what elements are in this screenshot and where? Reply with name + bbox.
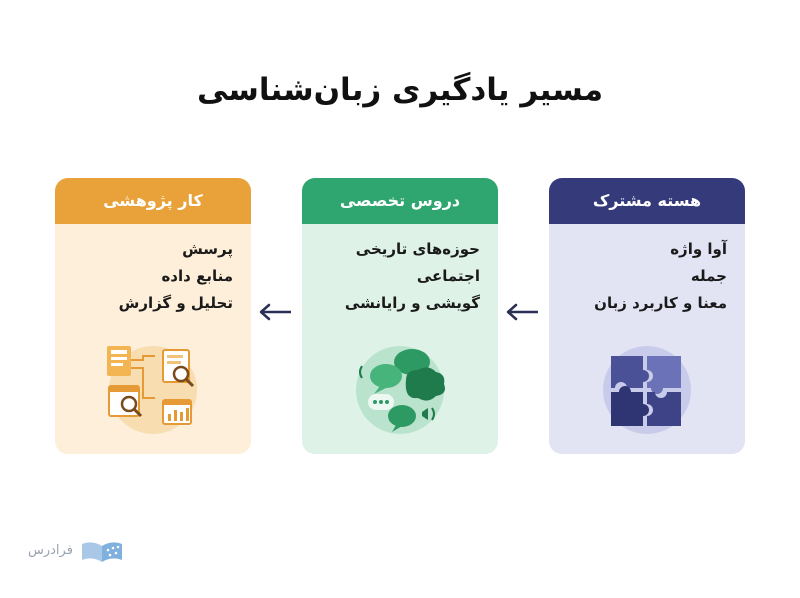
card-core-header: هسته مشترک (549, 178, 745, 224)
card-core-item: آوا واژه (670, 240, 727, 258)
card-specialized-item: حوزه‌های تاریخی (355, 240, 480, 258)
card-specialized: دروس تخصصی حوزه‌های تاریخی اجتماعی گویشی… (302, 178, 498, 454)
puzzle-icon (603, 346, 691, 434)
card-core-item: معنا و کاربرد زبان (594, 294, 727, 312)
card-research-header: کار پژوهشی (55, 178, 251, 224)
card-specialized-item: اجتماعی (416, 267, 480, 285)
brand-logo-text: فرادرس (28, 543, 73, 558)
arrow-left-icon (259, 303, 291, 321)
card-specialized-header: دروس تخصصی (302, 178, 498, 224)
card-research: کار پژوهشی پرسش منابع داده تحلیل و گزارش (55, 178, 251, 454)
card-research-item: پرسش (182, 240, 233, 258)
card-core: هسته مشترک آوا واژه جمله معنا و کاربرد ز… (549, 178, 745, 454)
research-documents-icon (107, 346, 197, 434)
card-core-item: جمله (690, 267, 727, 285)
diagram-title: مسیر یادگیری زبان‌شناسی (196, 72, 604, 108)
card-research-item: تحلیل و گزارش (118, 294, 233, 312)
card-specialized-item: گویشی و رایانشی (344, 294, 480, 312)
speech-bubbles-icon (356, 346, 445, 434)
card-research-item: منابع داده (161, 267, 233, 285)
brand-logo: فرادرس (28, 536, 148, 568)
arrow-left-icon (506, 303, 538, 321)
book-icon (82, 542, 122, 562)
